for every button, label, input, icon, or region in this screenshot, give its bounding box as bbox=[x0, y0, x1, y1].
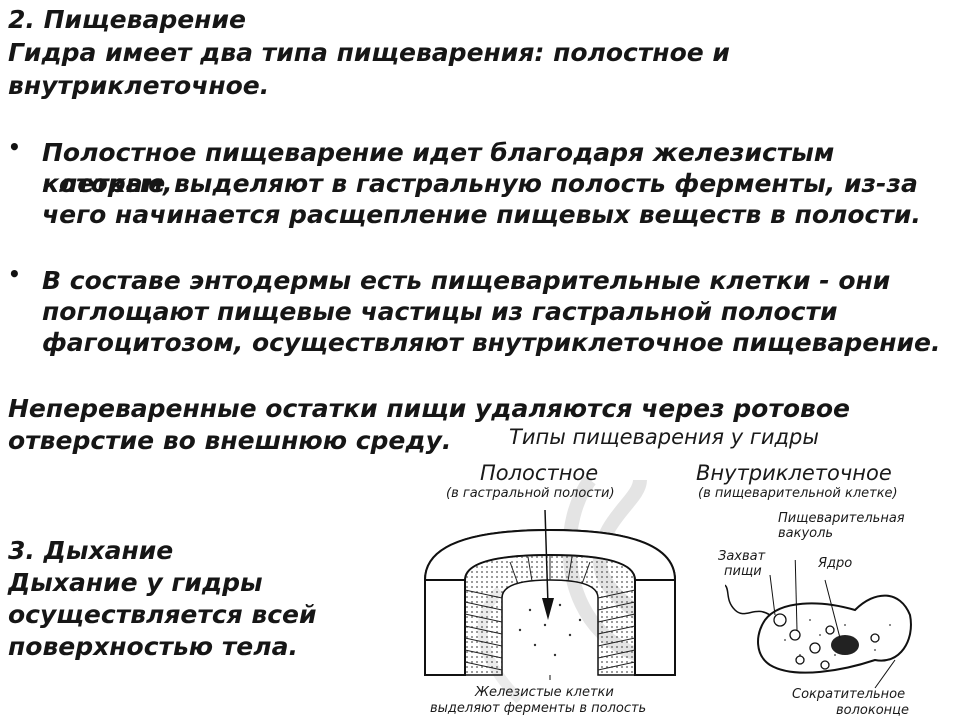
section3-line2: осуществляется всей bbox=[8, 600, 317, 629]
intracellular-title: Внутриклеточное bbox=[696, 461, 892, 485]
section2-heading: 2. Пищеварение bbox=[8, 5, 246, 34]
label-nucleus: Ядро bbox=[818, 556, 853, 571]
intracellular-digestion-illustration bbox=[725, 560, 912, 689]
section3-line3: поверхностью тела. bbox=[8, 632, 298, 661]
section2-intro-line2: внутриклеточное. bbox=[8, 71, 270, 100]
bullet-marker: • bbox=[8, 135, 21, 159]
label-capture-line2: пищи bbox=[724, 564, 762, 579]
cavity-digestion-illustration bbox=[423, 510, 677, 680]
intracellular-subtitle: (в пищеварительной клетке) bbox=[698, 486, 898, 501]
section3-line1: Дыхание у гидры bbox=[8, 568, 263, 597]
section3-heading: 3. Дыхание bbox=[8, 536, 174, 565]
label-vacuole-line1: Пищеварительная bbox=[778, 511, 905, 526]
closing-line2: отверстие во внешнюю среду. bbox=[8, 426, 452, 455]
bullet2-line3: фагоцитозом, осуществляют внутриклеточно… bbox=[42, 328, 941, 357]
label-glands-line1: Железистые клетки bbox=[475, 685, 614, 700]
label-fiber-line1: Сократительное bbox=[792, 687, 906, 702]
diagram-title: Типы пищеварения у гидры bbox=[509, 425, 819, 449]
bullet-marker: • bbox=[8, 262, 21, 286]
bullet1-line2: которые выделяют в гастральную полость ф… bbox=[42, 169, 918, 198]
bullet2-line1: В составе энтодермы есть пищеварительные… bbox=[42, 266, 891, 295]
bullet2-line2: поглощают пищевые частицы из гастральной… bbox=[42, 297, 838, 326]
cavity-subtitle: (в гастральной полости) bbox=[446, 486, 615, 501]
label-vacuole-line2: вакуоль bbox=[778, 526, 834, 541]
label-fiber-line2: волоконце bbox=[836, 703, 910, 718]
section2-intro-line1: Гидра имеет два типа пищеварения: полост… bbox=[8, 38, 730, 67]
label-capture-line1: Захват bbox=[718, 549, 766, 564]
closing-line1: Непереваренные остатки пищи удаляются че… bbox=[8, 394, 850, 423]
cavity-title: Полостное bbox=[480, 461, 599, 485]
bullet1-line3: чего начинается расщепление пищевых веще… bbox=[42, 200, 921, 229]
label-glands-line2: выделяют ферменты в полость bbox=[430, 701, 647, 716]
bullet1-line1: Полостное пищеварение идет благодаря жел… bbox=[42, 138, 835, 198]
